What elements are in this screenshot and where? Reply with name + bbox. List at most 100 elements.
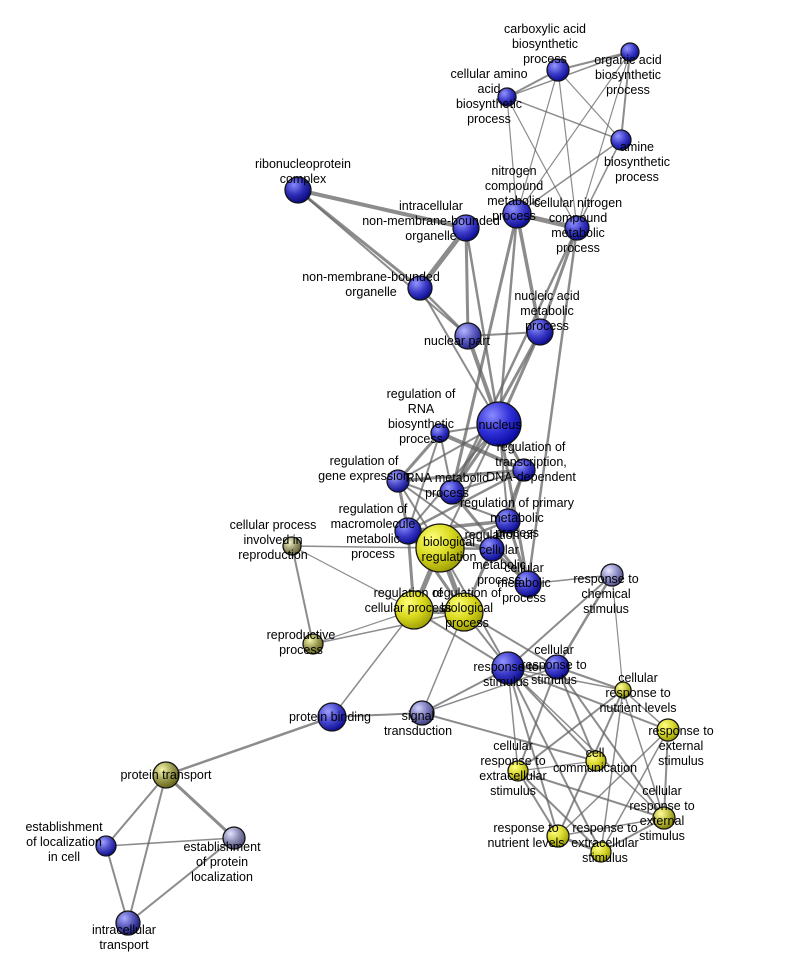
node-crs[interactable] bbox=[544, 654, 570, 680]
node-cres[interactable] bbox=[507, 760, 529, 782]
node-pb[interactable] bbox=[317, 702, 347, 732]
edge-cnc-cmp bbox=[526, 226, 579, 586]
node-rcm[interactable] bbox=[479, 536, 505, 562]
edge-res-rnl bbox=[557, 729, 669, 837]
node-rcp[interactable] bbox=[394, 590, 434, 630]
node-it[interactable] bbox=[115, 910, 141, 936]
edge-cpir-rcp bbox=[291, 545, 415, 611]
node-label-nuc: nucleus bbox=[478, 418, 521, 432]
node-rge[interactable] bbox=[386, 469, 410, 493]
node-rs[interactable] bbox=[491, 651, 525, 685]
edge-res-crexs bbox=[663, 729, 669, 819]
node-aa[interactable] bbox=[497, 87, 517, 107]
node-epl[interactable] bbox=[222, 826, 246, 850]
edge-rp-rbp bbox=[312, 611, 465, 645]
edge-crs-cres bbox=[517, 666, 558, 772]
edge-rs-rnl bbox=[507, 667, 559, 837]
edge-nc-nuc bbox=[497, 212, 519, 426]
node-rmp[interactable] bbox=[439, 479, 465, 505]
node-nam[interactable] bbox=[526, 318, 554, 346]
node-cmp[interactable] bbox=[514, 570, 542, 598]
node-nc[interactable] bbox=[502, 199, 532, 229]
node-elc[interactable] bbox=[95, 835, 117, 857]
node-rrb[interactable] bbox=[430, 423, 450, 443]
edge-pb-st bbox=[331, 712, 423, 718]
edge-rge-rcm bbox=[397, 480, 493, 550]
edge-pt-it bbox=[127, 774, 167, 924]
node-am[interactable] bbox=[610, 129, 632, 151]
edge-cres-crexs bbox=[517, 770, 665, 819]
edge-crnl-rexs bbox=[600, 689, 624, 853]
edge-aa-am bbox=[506, 96, 622, 141]
node-label-pb: protein binding bbox=[289, 710, 371, 724]
node-rnl[interactable] bbox=[546, 824, 570, 848]
edge-crs-cc bbox=[556, 666, 597, 762]
node-rp[interactable] bbox=[302, 633, 324, 655]
edge-rs-res bbox=[507, 667, 669, 731]
edge-cpir-rp bbox=[291, 545, 314, 645]
node-res[interactable] bbox=[656, 718, 680, 742]
edge-rnl-crexs bbox=[557, 817, 665, 837]
node-oa[interactable] bbox=[620, 42, 640, 62]
edge-ca-am bbox=[557, 69, 622, 141]
node-crexs[interactable] bbox=[652, 806, 676, 830]
edge-ca-cnc bbox=[557, 69, 578, 229]
node-st[interactable] bbox=[409, 700, 435, 726]
edge-pt-elc bbox=[105, 774, 167, 847]
edge-rtd-rmm bbox=[406, 468, 526, 533]
node-inmb[interactable] bbox=[452, 214, 480, 242]
edge-rcp-pb bbox=[331, 609, 415, 718]
node-rchs[interactable] bbox=[600, 563, 624, 587]
edge-aa-cnc bbox=[506, 96, 578, 229]
edge-cc-cres bbox=[517, 760, 597, 772]
node-ca[interactable] bbox=[546, 58, 570, 82]
edge-cpir-br bbox=[291, 545, 441, 549]
edge-ca-nc bbox=[516, 69, 559, 215]
edge-crs-rchs bbox=[555, 573, 614, 669]
node-rnp[interactable] bbox=[284, 176, 312, 204]
edge-aa-nc bbox=[506, 96, 518, 215]
node-nuc[interactable] bbox=[476, 401, 522, 447]
node-nmb[interactable] bbox=[407, 275, 433, 301]
node-np[interactable] bbox=[454, 322, 482, 350]
edge-inmb-np bbox=[464, 226, 470, 338]
node-rmm[interactable] bbox=[394, 517, 422, 545]
nodes-layer bbox=[95, 42, 680, 936]
node-rpm[interactable] bbox=[495, 508, 521, 534]
edge-rs-rchs bbox=[507, 574, 613, 669]
node-rexs[interactable] bbox=[590, 841, 612, 863]
edge-res-rexs bbox=[600, 729, 669, 853]
edge-st-cc bbox=[421, 712, 597, 762]
edge-pb-pt bbox=[164, 715, 334, 777]
edge-nc-rmp bbox=[450, 212, 519, 494]
node-cc[interactable] bbox=[585, 750, 607, 772]
node-rtd[interactable] bbox=[512, 458, 536, 482]
node-crnl[interactable] bbox=[614, 681, 632, 699]
node-cpir[interactable] bbox=[282, 536, 302, 556]
node-br[interactable] bbox=[415, 523, 465, 573]
edge-rrb-rmm bbox=[407, 432, 441, 532]
edge-rge-rtd bbox=[396, 468, 526, 483]
node-rbp[interactable] bbox=[444, 592, 484, 632]
node-cnc[interactable] bbox=[564, 215, 590, 241]
node-pt[interactable] bbox=[152, 761, 180, 789]
